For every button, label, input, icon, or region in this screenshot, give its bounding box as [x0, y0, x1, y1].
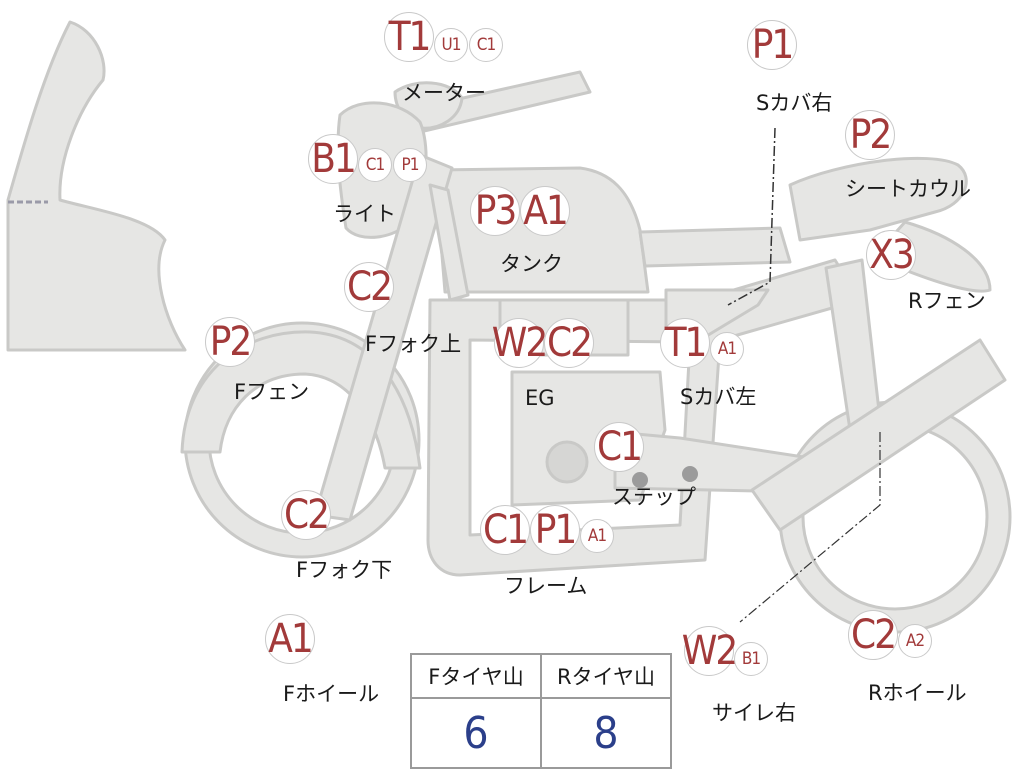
- part-label: Rホイール: [868, 681, 967, 705]
- part-label: Fフェン: [234, 380, 310, 404]
- code-badge: C2: [281, 490, 331, 540]
- code-badge: A1: [265, 614, 315, 664]
- front-fork-shape: [313, 153, 454, 522]
- code-badge: B1: [734, 642, 768, 676]
- code-badge: B1: [308, 134, 358, 184]
- part-label: シートカウル: [845, 177, 971, 201]
- part-label: Fホイール: [283, 682, 380, 706]
- code-badge: P1: [530, 505, 580, 555]
- code-badge: A1: [520, 186, 570, 236]
- part-label: ステップ: [612, 485, 696, 509]
- part-label: ライト: [333, 202, 396, 226]
- part-label: タンク: [500, 252, 563, 276]
- part-label: Sカバ左: [680, 385, 757, 409]
- code-badge: W2: [491, 318, 548, 368]
- code-badge: C1: [469, 28, 503, 62]
- code-badge: T1: [660, 318, 710, 368]
- code-badge: U1: [434, 28, 468, 62]
- part-label: フレーム: [504, 574, 588, 598]
- code-badge: C1: [594, 422, 644, 472]
- part-label: Sカバ右: [756, 91, 833, 115]
- front-tire-tread-header: Fタイヤ山: [410, 653, 542, 699]
- code-badge: P2: [845, 110, 895, 160]
- code-badge: P2: [205, 317, 255, 367]
- code-badge: A1: [580, 519, 614, 553]
- rear-tire-tread-value: 8: [540, 697, 672, 769]
- code-badge: A2: [898, 624, 932, 658]
- code-badge: C2: [848, 610, 898, 660]
- muffler-shape: [750, 338, 1007, 532]
- code-badge: W2: [681, 626, 738, 676]
- seat-cowl-shape: [788, 156, 968, 242]
- rear-tire-tread-header: Rタイヤ山: [540, 653, 672, 699]
- code-badge: C1: [480, 505, 530, 555]
- code-badge: P1: [393, 148, 427, 182]
- code-badge: C2: [344, 262, 394, 312]
- code-badge: C2: [544, 318, 594, 368]
- code-badge: P1: [747, 20, 797, 70]
- code-badge: C1: [358, 148, 392, 182]
- front-tire-tread-value: 6: [410, 697, 542, 769]
- part-label: EG: [525, 386, 555, 410]
- code-badge: P3: [470, 186, 520, 236]
- seat-shape: [638, 226, 792, 268]
- windscreen-shape: [6, 20, 187, 352]
- code-badge: X3: [866, 230, 916, 280]
- part-label: Rフェン: [908, 289, 986, 313]
- part-label: Fフォク下: [296, 558, 393, 582]
- part-label: サイレ右: [712, 701, 796, 725]
- code-badge: A1: [710, 332, 744, 366]
- tire-tread-table: Fタイヤ山 Rタイヤ山 6 8: [410, 653, 672, 769]
- part-label: メーター: [402, 81, 486, 105]
- code-badge: T1: [384, 12, 434, 62]
- part-label: Fフォク上: [365, 332, 462, 356]
